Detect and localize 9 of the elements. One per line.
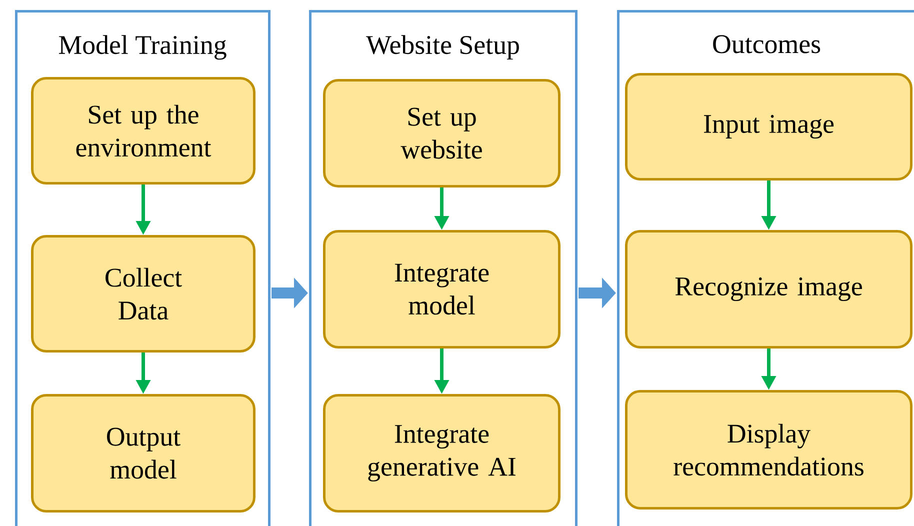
process-box: Display recommendations bbox=[625, 390, 912, 510]
process-box: Integrate generative AI bbox=[323, 394, 560, 512]
process-box: Integrate model bbox=[323, 230, 560, 348]
process-box: Set up the environment bbox=[31, 77, 256, 184]
process-box: Recognize image bbox=[625, 230, 912, 348]
process-box: Collect Data bbox=[31, 235, 256, 352]
process-box: Set up website bbox=[323, 79, 560, 188]
process-box: Input image bbox=[625, 73, 912, 180]
process-box: Output model bbox=[31, 394, 256, 512]
